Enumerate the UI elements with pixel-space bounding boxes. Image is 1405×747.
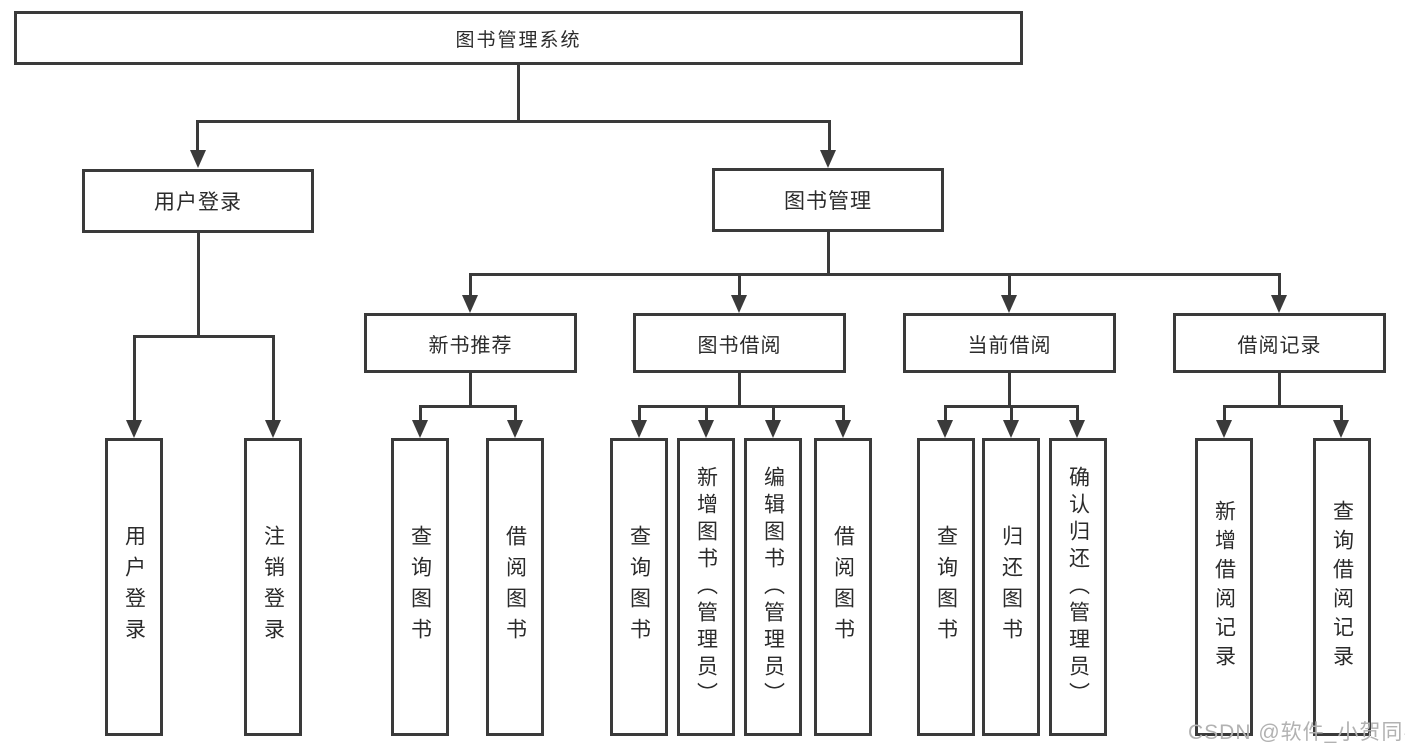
node-book-borrowing: 图书借阅 xyxy=(633,313,846,373)
arrowhead-leaf xyxy=(412,420,428,438)
connector-leaf-drop xyxy=(772,405,775,421)
node-label: 借阅记录 xyxy=(1237,334,1322,357)
connector-book-management-stem xyxy=(827,231,830,273)
arrowhead-leaf xyxy=(1069,420,1085,438)
node-current-borrowing: 当前借阅 xyxy=(903,313,1116,373)
arrowhead-borrow-records xyxy=(1271,295,1287,313)
arrowhead-leaf xyxy=(507,420,523,438)
connector-leaf-drop xyxy=(705,405,708,421)
node-label: 新书推荐 xyxy=(428,334,513,357)
node-book-management: 图书管理 xyxy=(712,168,944,232)
arrowhead-leaf xyxy=(126,420,142,438)
leaf-add-books-admin: 新增图书（管理员） xyxy=(677,438,735,736)
connector-level2-branch xyxy=(196,120,831,123)
arrowhead-book-borrowing xyxy=(731,295,747,313)
arrowhead-leaf xyxy=(1003,420,1019,438)
leaf-label: 确认归还（管理员） xyxy=(1066,465,1090,709)
connector-leaf-drop xyxy=(514,405,517,421)
arrowhead-leaf xyxy=(1333,420,1349,438)
node-label: 当前借阅 xyxy=(967,334,1052,357)
leaf-label: 借阅图书 xyxy=(503,525,527,649)
connector-borrow-records-stem xyxy=(1278,371,1281,405)
arrowhead-leaf xyxy=(265,420,281,438)
leaf-label: 查询图书 xyxy=(934,525,958,649)
connector-leaf-drop xyxy=(133,335,136,421)
connector-leaf-drop xyxy=(842,405,845,421)
leaf-confirm-return-admin: 确认归还（管理员） xyxy=(1049,438,1107,736)
connector-book-borrowing-stem xyxy=(738,371,741,405)
arrowhead-leaf xyxy=(1216,420,1232,438)
connector-leaf-drop xyxy=(1223,405,1226,421)
connector-user-login-stem xyxy=(197,231,200,335)
connector-borrow-records-branch xyxy=(1223,405,1343,408)
arrowhead-leaf xyxy=(937,420,953,438)
connector-leaf-drop xyxy=(1340,405,1343,421)
node-library-management-system: 图书管理系统 xyxy=(14,11,1023,65)
connector-level3-drop xyxy=(1008,273,1011,297)
connector-current-borrowing-stem xyxy=(1008,371,1011,405)
connector-level3-drop xyxy=(738,273,741,297)
leaf-borrow-books: 借阅图书 xyxy=(486,438,544,736)
arrowhead-leaf xyxy=(631,420,647,438)
leaf-label: 编辑图书（管理员） xyxy=(761,465,785,709)
leaf-user-login: 用户登录 xyxy=(105,438,163,736)
leaf-query-books: 查询图书 xyxy=(391,438,449,736)
node-label: 图书管理系统 xyxy=(455,29,582,51)
leaf-label: 归还图书 xyxy=(999,525,1023,649)
arrowhead-book-management xyxy=(820,150,836,168)
connector-leaf-drop xyxy=(1010,405,1013,421)
leaf-logout: 注销登录 xyxy=(244,438,302,736)
arrowhead-leaf xyxy=(835,420,851,438)
connector-level3-drop xyxy=(1278,273,1281,297)
connector-leaf-drop xyxy=(1076,405,1079,421)
leaf-return-books: 归还图书 xyxy=(982,438,1040,736)
connector-new-book-branch xyxy=(419,405,517,408)
leaf-edit-books-admin: 编辑图书（管理员） xyxy=(744,438,802,736)
connector-root-stem xyxy=(517,63,520,120)
leaf-label: 新增图书（管理员） xyxy=(694,465,718,709)
connector-book-management-drop xyxy=(828,120,831,152)
arrowhead-current-borrowing xyxy=(1001,295,1017,313)
connector-book-borrowing-branch xyxy=(638,405,844,408)
connector-new-book-stem xyxy=(469,371,472,405)
leaf-label: 借阅图书 xyxy=(831,525,855,649)
leaf-add-borrow-record: 新增借阅记录 xyxy=(1195,438,1253,736)
leaf-borrow-books: 借阅图书 xyxy=(814,438,872,736)
leaf-label: 查询借阅记录 xyxy=(1330,500,1354,674)
connector-leaf-drop xyxy=(419,405,422,421)
connector-leaf-drop xyxy=(944,405,947,421)
arrowhead-new-book-recommend xyxy=(462,295,478,313)
arrowhead-user-login xyxy=(190,150,206,168)
csdn-watermark: CSDN @软件_小贺同学 xyxy=(1188,721,1405,744)
connector-level3-drop xyxy=(469,273,472,297)
connector-leaf-drop xyxy=(272,335,275,421)
leaf-label: 新增借阅记录 xyxy=(1212,500,1236,674)
node-new-book-recommend: 新书推荐 xyxy=(364,313,577,373)
leaf-query-borrow-record: 查询借阅记录 xyxy=(1313,438,1371,736)
node-label: 图书借阅 xyxy=(697,334,782,357)
leaf-label: 查询图书 xyxy=(408,525,432,649)
connector-user-login-branch xyxy=(133,335,275,338)
node-borrow-records: 借阅记录 xyxy=(1173,313,1386,373)
leaf-label: 用户登录 xyxy=(122,525,146,649)
leaf-label: 查询图书 xyxy=(627,525,651,649)
arrowhead-leaf xyxy=(698,420,714,438)
leaf-query-books: 查询图书 xyxy=(610,438,668,736)
node-user-login: 用户登录 xyxy=(82,169,314,233)
node-label: 用户登录 xyxy=(154,191,242,214)
leaf-query-books: 查询图书 xyxy=(917,438,975,736)
connector-level3-branch xyxy=(469,273,1281,276)
connector-user-login-drop xyxy=(196,120,199,152)
node-label: 图书管理 xyxy=(784,190,872,213)
connector-leaf-drop xyxy=(638,405,641,421)
arrowhead-leaf xyxy=(765,420,781,438)
leaf-label: 注销登录 xyxy=(261,525,285,649)
